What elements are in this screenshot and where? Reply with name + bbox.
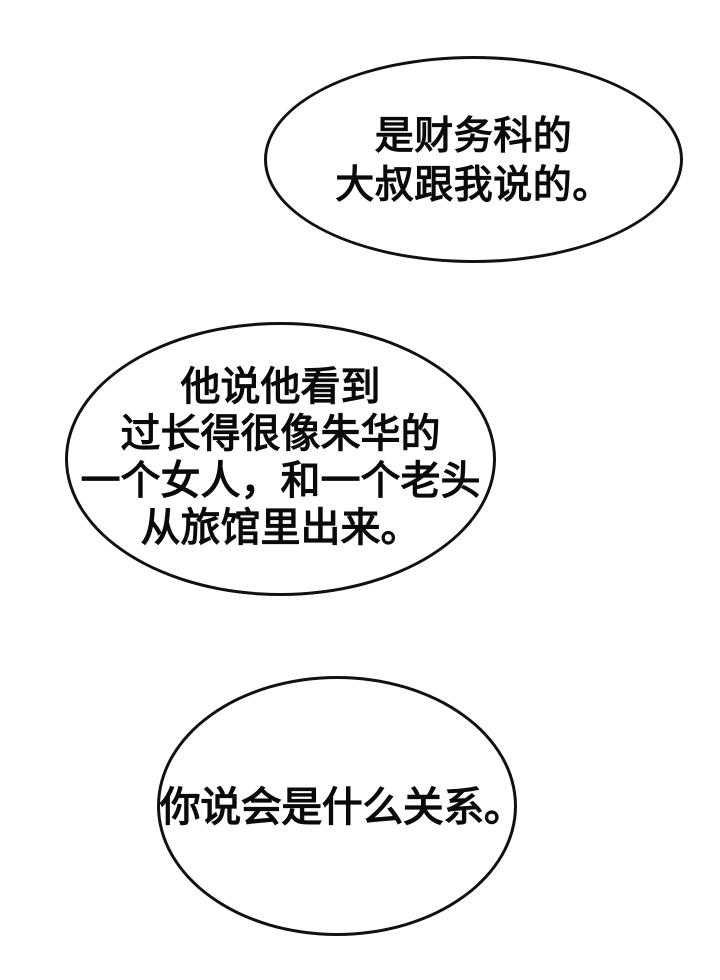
speech-bubble-3: 你说会是什么关系。	[157, 676, 525, 936]
speech-bubble-3-text: 你说会是什么关系。	[159, 783, 525, 831]
speech-bubble-1: 是财务科的 大叔跟我说的。	[264, 56, 683, 263]
speech-bubble-2-text: 他说他看到 过长得很像朱华的 一个女人，和一个老头 从旅馆里出来。	[80, 364, 481, 551]
speech-bubble-1-text: 是财务科的 大叔跟我说的。	[335, 113, 612, 208]
speech-bubble-2: 他说他看到 过长得很像朱华的 一个女人，和一个老头 从旅馆里出来。	[65, 322, 496, 596]
